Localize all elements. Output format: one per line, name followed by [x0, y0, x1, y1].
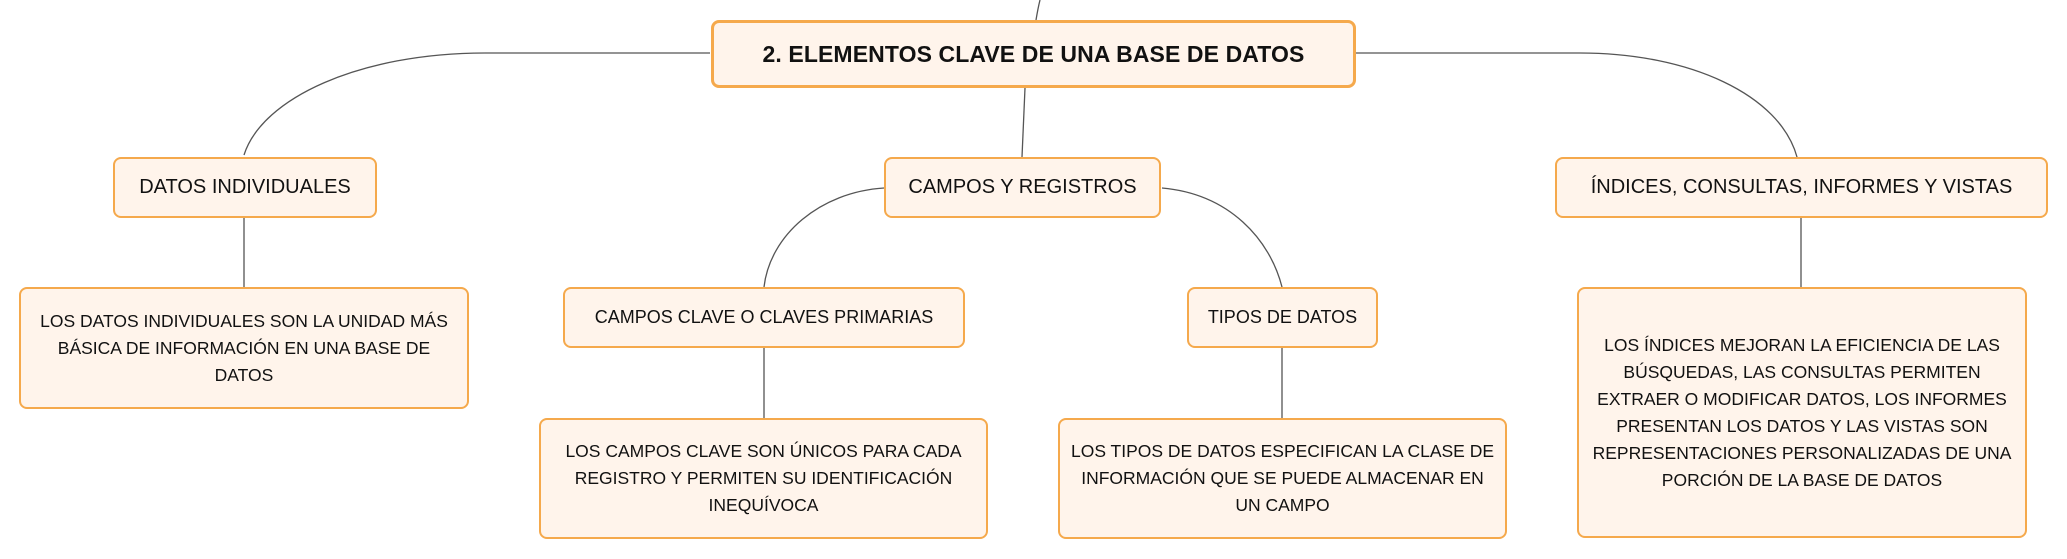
connector-root-to-datos-individuales: [243, 52, 710, 156]
topic-datos-individuales[interactable]: DATOS INDIVIDUALES: [113, 157, 377, 218]
description-datos-individuales-text: LOS DATOS INDIVIDUALES SON LA UNIDAD MÁS…: [40, 310, 448, 385]
description-datos-individuales[interactable]: LOS DATOS INDIVIDUALES SON LA UNIDAD MÁS…: [19, 287, 469, 409]
description-tipos-datos-text: LOS TIPOS DE DATOS ESPECIFICAN LA CLASE …: [1070, 441, 1495, 515]
topic-tipos-datos-label: TIPOS DE DATOS: [1207, 307, 1358, 327]
topic-campos-registros-label: CAMPOS Y REGISTROS: [908, 176, 1137, 198]
description-campos-clave[interactable]: LOS CAMPOS CLAVE SON ÚNICOS PARA CADA RE…: [539, 418, 988, 539]
topic-campos-clave[interactable]: CAMPOS CLAVE O CLAVES PRIMARIAS: [563, 287, 965, 348]
root-topic-label: 2. ELEMENTOS CLAVE DE UNA BASE DE DATOS: [762, 40, 1305, 67]
connector-root-to-indices: [1356, 52, 1798, 158]
connector-campos-registros-to-tipos-datos: [1161, 187, 1283, 288]
topic-indices-label: ÍNDICES, CONSULTAS, INFORMES Y VISTAS: [1590, 176, 2013, 198]
root-topic[interactable]: 2. ELEMENTOS CLAVE DE UNA BASE DE DATOS: [711, 20, 1356, 88]
topic-campos-clave-label: CAMPOS CLAVE O CLAVES PRIMARIAS: [594, 307, 934, 327]
topic-campos-registros[interactable]: CAMPOS Y REGISTROS: [884, 157, 1161, 218]
description-campos-clave-text: LOS CAMPOS CLAVE SON ÚNICOS PARA CADA RE…: [565, 441, 962, 515]
description-indices[interactable]: LOS ÍNDICES MEJORAN LA EFICIENCIA DE LAS…: [1577, 287, 2027, 538]
description-indices-text: LOS ÍNDICES MEJORAN LA EFICIENCIA DE LAS…: [1592, 334, 2012, 490]
topic-tipos-datos[interactable]: TIPOS DE DATOS: [1187, 287, 1378, 348]
connector-campos-registros-to-campos-clave: [763, 187, 885, 288]
connector-root-to-campos-registros: [1021, 87, 1026, 158]
topic-datos-individuales-label: DATOS INDIVIDUALES: [139, 176, 351, 198]
description-tipos-datos[interactable]: LOS TIPOS DE DATOS ESPECIFICAN LA CLASE …: [1058, 418, 1507, 539]
connector-from-parent: [1035, 0, 1041, 21]
topic-indices[interactable]: ÍNDICES, CONSULTAS, INFORMES Y VISTAS: [1555, 157, 2048, 218]
